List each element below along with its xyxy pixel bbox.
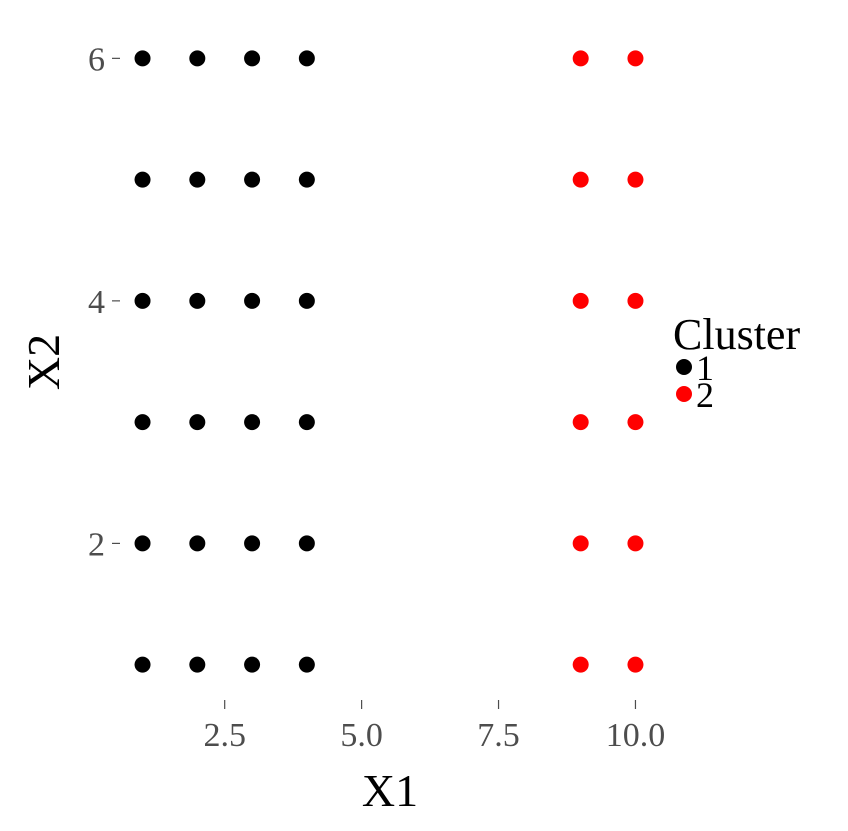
data-point [189, 656, 206, 673]
data-point [134, 292, 151, 309]
data-point [298, 292, 315, 309]
x-tick-label: 5.0 [340, 717, 383, 754]
data-point [572, 656, 589, 673]
data-point [244, 171, 261, 188]
data-point [134, 656, 151, 673]
y-tick-label: 6 [88, 41, 105, 78]
data-point [572, 50, 589, 67]
data-point [627, 292, 644, 309]
y-tick-label: 2 [88, 526, 105, 563]
data-point [134, 50, 151, 67]
data-point [298, 171, 315, 188]
data-point [189, 171, 206, 188]
data-point [572, 535, 589, 552]
plot-area [134, 50, 644, 673]
data-point [134, 171, 151, 188]
data-point [627, 414, 644, 431]
data-point [572, 292, 589, 309]
data-point [244, 50, 261, 67]
y-axis: 2 4 6 [88, 41, 120, 563]
data-point [627, 656, 644, 673]
y-tick-label: 4 [88, 284, 105, 321]
legend-title: Cluster [673, 310, 800, 359]
data-point [134, 414, 151, 431]
x-axis-title: X1 [362, 765, 418, 816]
data-point [298, 656, 315, 673]
x-tick-label: 7.5 [477, 717, 520, 754]
data-point [189, 535, 206, 552]
data-point [244, 535, 261, 552]
data-point [627, 535, 644, 552]
x-tick-label: 10.0 [606, 717, 666, 754]
data-point [244, 292, 261, 309]
data-point [627, 171, 644, 188]
legend: Cluster 12 [673, 310, 800, 415]
legend-key-1 [676, 359, 692, 375]
data-point [189, 292, 206, 309]
data-point [244, 414, 261, 431]
data-point [189, 50, 206, 67]
data-point [189, 414, 206, 431]
data-point [134, 535, 151, 552]
data-point [572, 414, 589, 431]
legend-key-2 [676, 386, 692, 402]
legend-label-1: 1 [696, 348, 714, 388]
legend-label-2: 2 [696, 375, 714, 415]
data-point [572, 171, 589, 188]
x-tick-label: 2.5 [203, 717, 246, 754]
data-point [298, 414, 315, 431]
data-point [298, 50, 315, 67]
data-point [298, 535, 315, 552]
data-point [627, 50, 644, 67]
data-point [244, 656, 261, 673]
x-axis: 2.5 5.0 7.5 10.0 [203, 700, 665, 754]
y-axis-title: X2 [18, 334, 69, 390]
